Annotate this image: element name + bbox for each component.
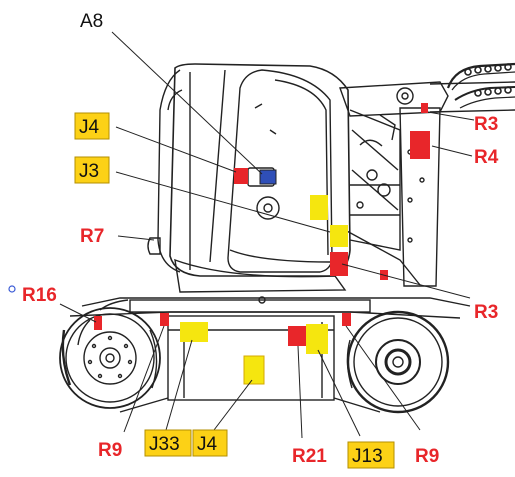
label-r16: R16: [22, 285, 57, 306]
label-j33: J33: [149, 434, 180, 455]
label-j13: J13: [352, 446, 383, 467]
component-a8-module[interactable]: [259, 169, 277, 185]
component-j13[interactable]: [306, 324, 328, 354]
components-red: [94, 103, 430, 346]
module-a8: [259, 169, 277, 185]
components-yellow: [180, 195, 348, 385]
component-a8-red[interactable]: [234, 168, 248, 184]
r16-marker-icon: [8, 285, 16, 293]
component-r9-right[interactable]: [342, 313, 351, 326]
component-j4-bottom[interactable]: [243, 355, 265, 385]
label-r3-top: R3: [474, 114, 498, 135]
label-j4-bottom-group: J4: [192, 429, 228, 457]
label-r3-mid: R3: [474, 302, 498, 323]
label-j4-top: J4: [79, 117, 100, 138]
component-r9-left[interactable]: [160, 313, 169, 326]
label-j4-top-group: J4: [74, 112, 110, 140]
label-r4: R4: [474, 147, 499, 168]
labels: A8 J4 J3 R7 R16 R3 R4 R3 R9 J33 J4 R21 J…: [22, 11, 499, 469]
label-r7: R7: [80, 226, 104, 247]
component-j4-top[interactable]: [310, 195, 328, 220]
label-j33-group: J33: [144, 429, 192, 457]
main-housing: [147, 63, 351, 293]
label-r9-right: R9: [415, 446, 439, 467]
label-r21: R21: [292, 446, 327, 467]
component-r7-area[interactable]: [330, 252, 348, 276]
leader-lines: [59, 31, 475, 439]
component-r16[interactable]: [94, 316, 102, 330]
cable-chain: [446, 62, 515, 109]
label-a8: A8: [80, 11, 103, 32]
component-j33[interactable]: [180, 322, 208, 342]
component-r3-top[interactable]: [421, 103, 428, 113]
component-j3[interactable]: [330, 225, 348, 247]
component-r21[interactable]: [288, 326, 308, 346]
machine-outline: [59, 62, 515, 414]
label-j3: J3: [79, 161, 99, 182]
right-wheel: [346, 310, 450, 414]
label-j13-group: J13: [347, 441, 395, 469]
component-r4[interactable]: [410, 131, 430, 159]
label-r9-left: R9: [98, 440, 122, 461]
label-j3-group: J3: [74, 156, 110, 184]
label-j4-bottom: J4: [197, 434, 218, 455]
left-wheel: [59, 307, 161, 409]
